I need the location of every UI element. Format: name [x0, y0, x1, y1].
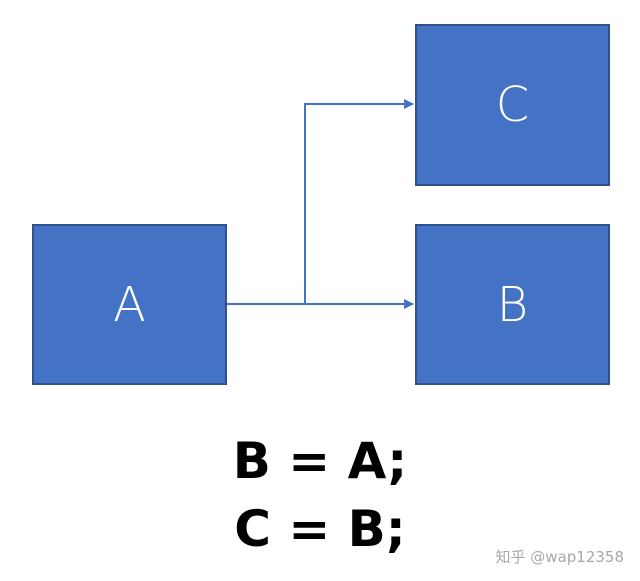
node-a: A [32, 224, 227, 385]
watermark: 知乎 @wap12358 [495, 548, 624, 566]
code-line-1: B = A; [232, 432, 408, 490]
node-a-label: A [113, 276, 146, 333]
node-c: C [415, 24, 610, 186]
node-c-label: C [495, 77, 530, 133]
edge-a-to-c [304, 99, 414, 304]
code-line-2: C = B; [234, 500, 406, 558]
node-b-label: B [496, 276, 529, 333]
node-b: B [415, 224, 610, 385]
